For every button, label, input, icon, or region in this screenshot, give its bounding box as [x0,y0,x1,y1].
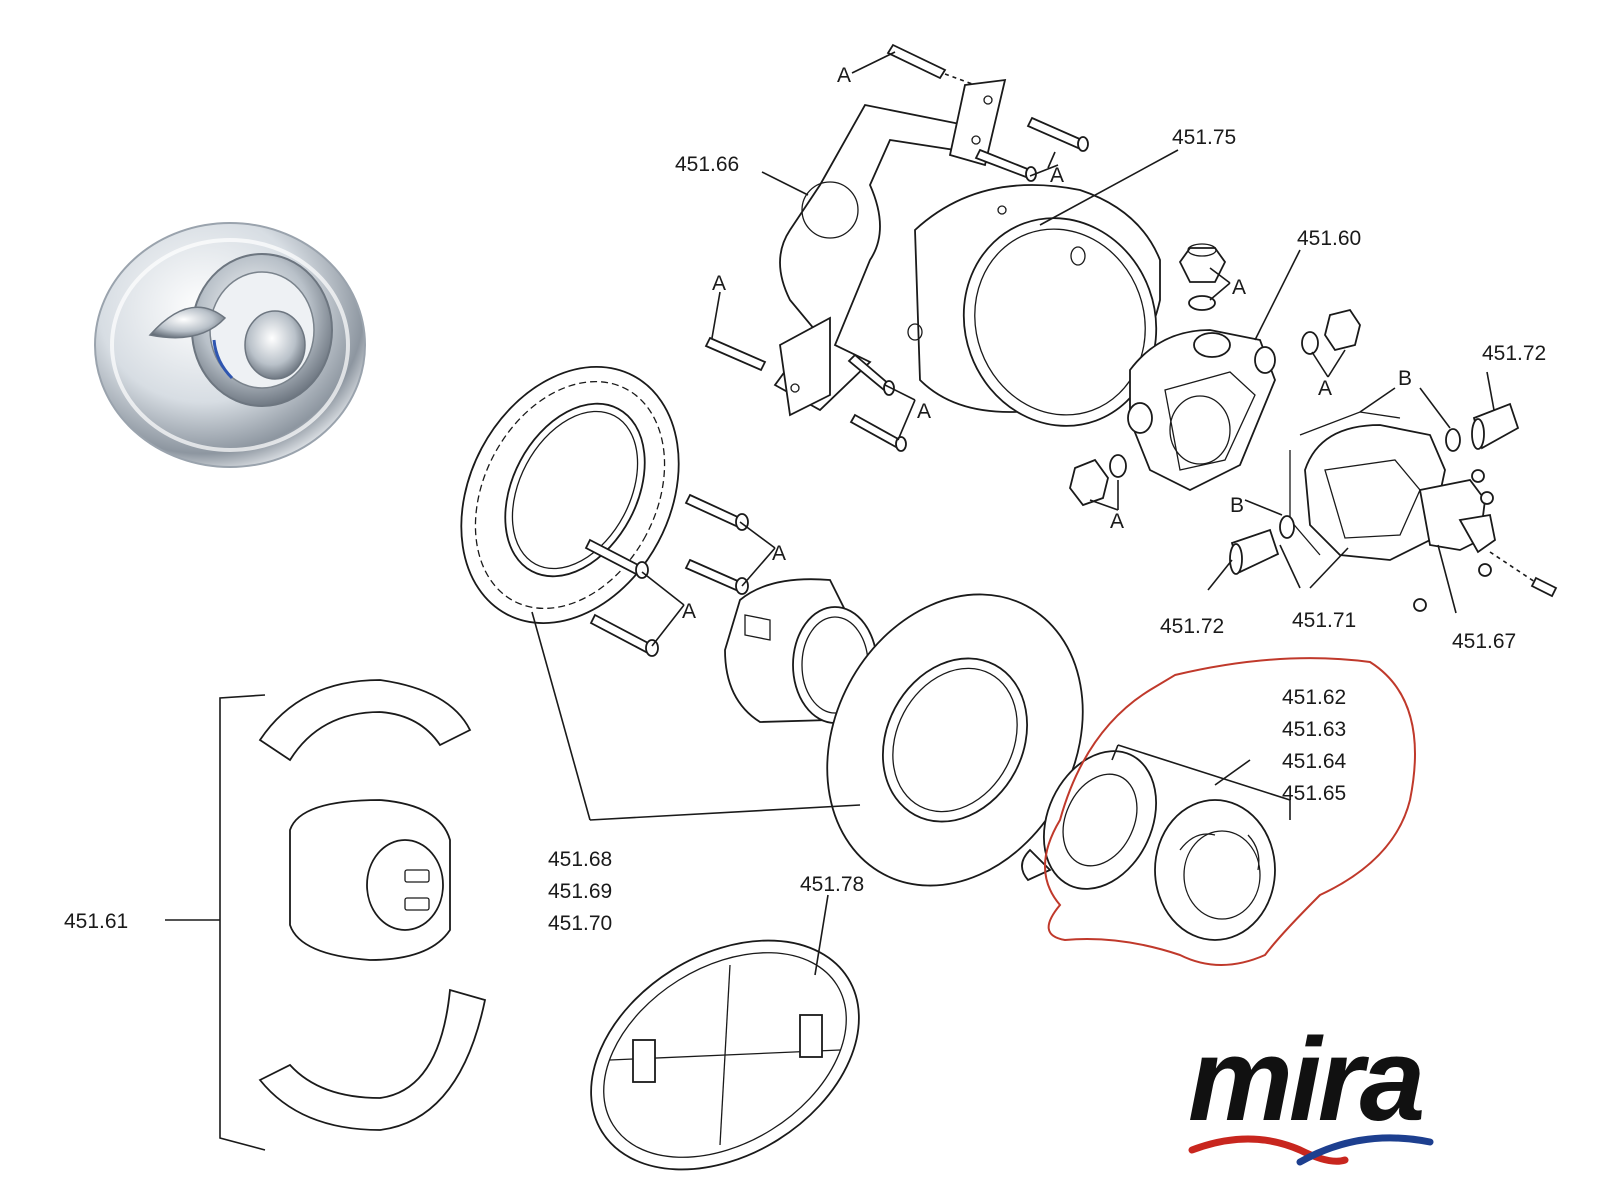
product-photo-shower-control [94,222,366,468]
highlight-outline [1044,657,1416,966]
label-451-70: 451.70 [548,912,612,935]
label-b-1: B [1398,367,1412,390]
adaptor-ring [460,365,680,625]
compression-nuts [1069,243,1361,507]
label-a-6: A [1318,377,1332,400]
part-labels: 451.66 451.75 451.60 451.72 451.72 451.7… [64,64,1546,935]
label-a-4: A [917,400,931,423]
mira-logo: mira [1188,1014,1434,1166]
valve-body [1127,329,1276,492]
label-451-67: 451.67 [1452,630,1516,653]
label-451-62: 451.62 [1282,686,1346,709]
fixing-screws-left [704,336,907,452]
thermostatic-cartridge [1289,411,1496,561]
mounting-frame [590,939,860,1171]
label-451-66: 451.66 [675,153,739,176]
label-a-9: A [682,600,696,623]
check-valves [1229,402,1520,575]
label-451-69: 451.69 [548,880,612,903]
label-451-63: 451.63 [1282,718,1346,741]
label-a-5: A [1232,276,1246,299]
label-a-7: A [1110,510,1124,533]
label-451-72-bottom: 451.72 [1160,615,1224,638]
wall-support-kit [258,679,487,1131]
label-451-75: 451.75 [1172,126,1236,149]
o-ring-seals [1279,428,1461,539]
label-a-8: A [772,542,786,565]
fixing-screws-top [886,43,1089,182]
label-b-2: B [1230,494,1244,517]
long-screws [584,493,749,657]
label-451-60: 451.60 [1297,227,1361,250]
leader-lines [165,51,1495,1151]
label-451-78: 451.78 [800,873,864,896]
label-451-72-top: 451.72 [1482,342,1546,365]
label-a-3: A [712,272,726,295]
label-451-61: 451.61 [64,910,128,933]
shroud-sleeve [907,184,1161,427]
label-451-68: 451.68 [548,848,612,871]
backplate-bracket [773,78,1007,417]
label-451-64: 451.64 [1282,750,1347,773]
label-451-65: 451.65 [1282,782,1346,805]
logo-wordmark: mira [1188,1014,1423,1146]
small-screws [1413,469,1558,612]
label-a-2: A [1050,164,1064,187]
label-a-1: A [837,64,851,87]
concealing-plate [826,593,1084,887]
label-451-71: 451.71 [1292,609,1356,632]
